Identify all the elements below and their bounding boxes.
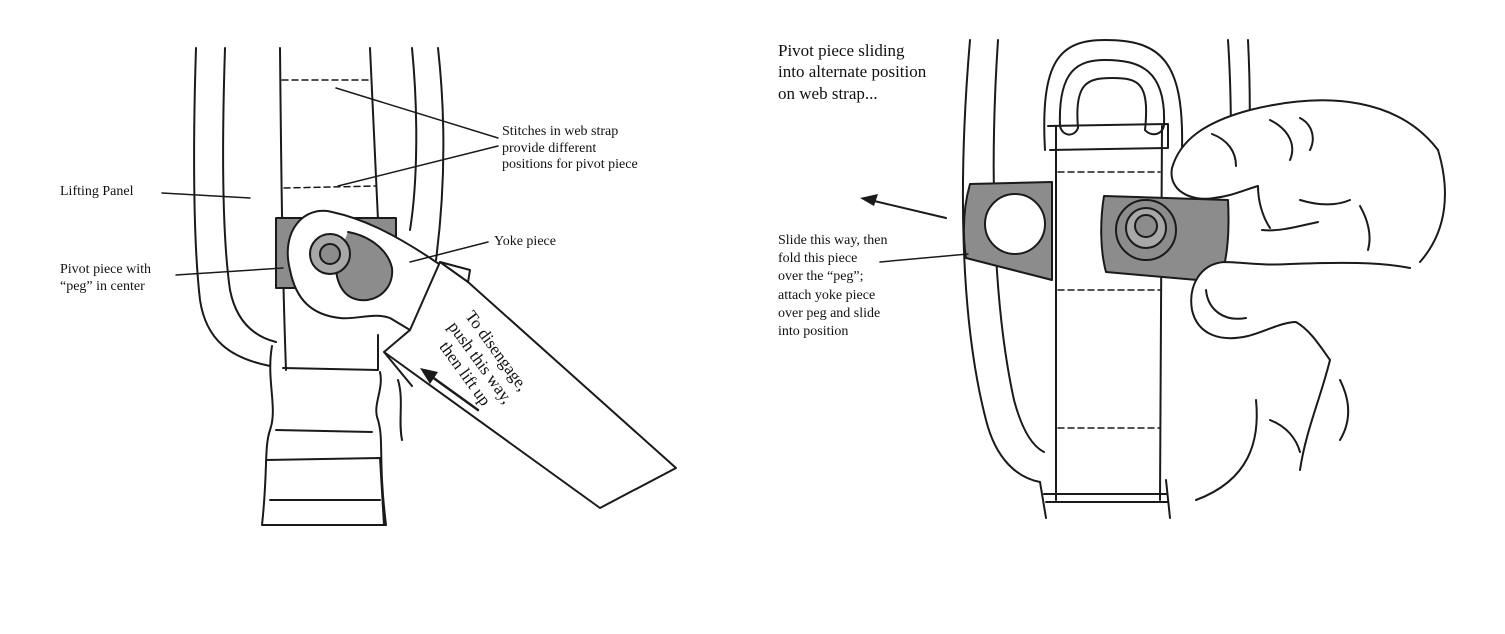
lifting-panel-outline xyxy=(193,47,271,367)
yoke-piece-label: Yoke piece xyxy=(494,234,556,249)
hand-index-finger xyxy=(1170,99,1439,229)
slide-instructions-label: Slide this way, then fold this piece ove… xyxy=(778,233,888,339)
leader-stitches-top xyxy=(335,87,499,139)
lifting-panel-right-inner xyxy=(409,47,418,231)
stitches-label: Stitches in web strap provide different … xyxy=(502,124,638,173)
hand-knuckle xyxy=(1211,117,1314,167)
sliding-label: Pivot piece sliding into alternate posit… xyxy=(778,41,927,103)
pivot-flap-hole xyxy=(984,193,1046,255)
yoke-strap-end xyxy=(383,261,471,387)
leader-lifting-panel xyxy=(161,192,251,199)
leader-stitches-bottom xyxy=(337,145,499,187)
hand-thumb xyxy=(1190,261,1411,361)
d-ring-inner xyxy=(1058,59,1166,136)
leader-pivot xyxy=(175,267,284,276)
right-strap-bottom xyxy=(1039,479,1171,519)
slide-arrow-head xyxy=(860,194,878,206)
strap-bottom-edge xyxy=(282,334,379,371)
lifting-panel-right-outer xyxy=(435,47,445,261)
slide-arrow-line xyxy=(869,199,947,219)
buckle-side xyxy=(397,379,403,441)
buckle xyxy=(261,345,387,526)
leader-slide-flap xyxy=(879,253,969,263)
right-web-strap-right xyxy=(1159,125,1163,501)
right-peg-inner xyxy=(1134,214,1158,238)
hand-thumb-nail xyxy=(1205,289,1247,320)
right-panel-left-outer xyxy=(961,39,1041,483)
right-panel-left-inner xyxy=(992,39,1045,453)
yoke-peg-core xyxy=(319,243,341,265)
right-illustration xyxy=(860,39,1446,519)
right-panel-right-lower xyxy=(1195,399,1258,501)
pivot-piece-label: Pivot piece with “peg” in center xyxy=(60,262,151,294)
hand-palm xyxy=(1261,149,1446,471)
left-illustration xyxy=(161,47,677,526)
disengage-arrow-head xyxy=(420,368,438,384)
leader-yoke xyxy=(409,241,489,263)
web-strap-right-edge xyxy=(369,47,379,221)
d-ring-outer xyxy=(1043,39,1184,151)
lifting-panel-inner xyxy=(222,47,277,343)
lifting-panel-label: Lifting Panel xyxy=(60,184,134,199)
right-web-strap-top xyxy=(1047,123,1169,151)
web-strap-left-edge xyxy=(279,47,287,371)
disengage-arrow-line xyxy=(426,372,480,412)
web-strap-stitch-bottom xyxy=(283,185,377,189)
